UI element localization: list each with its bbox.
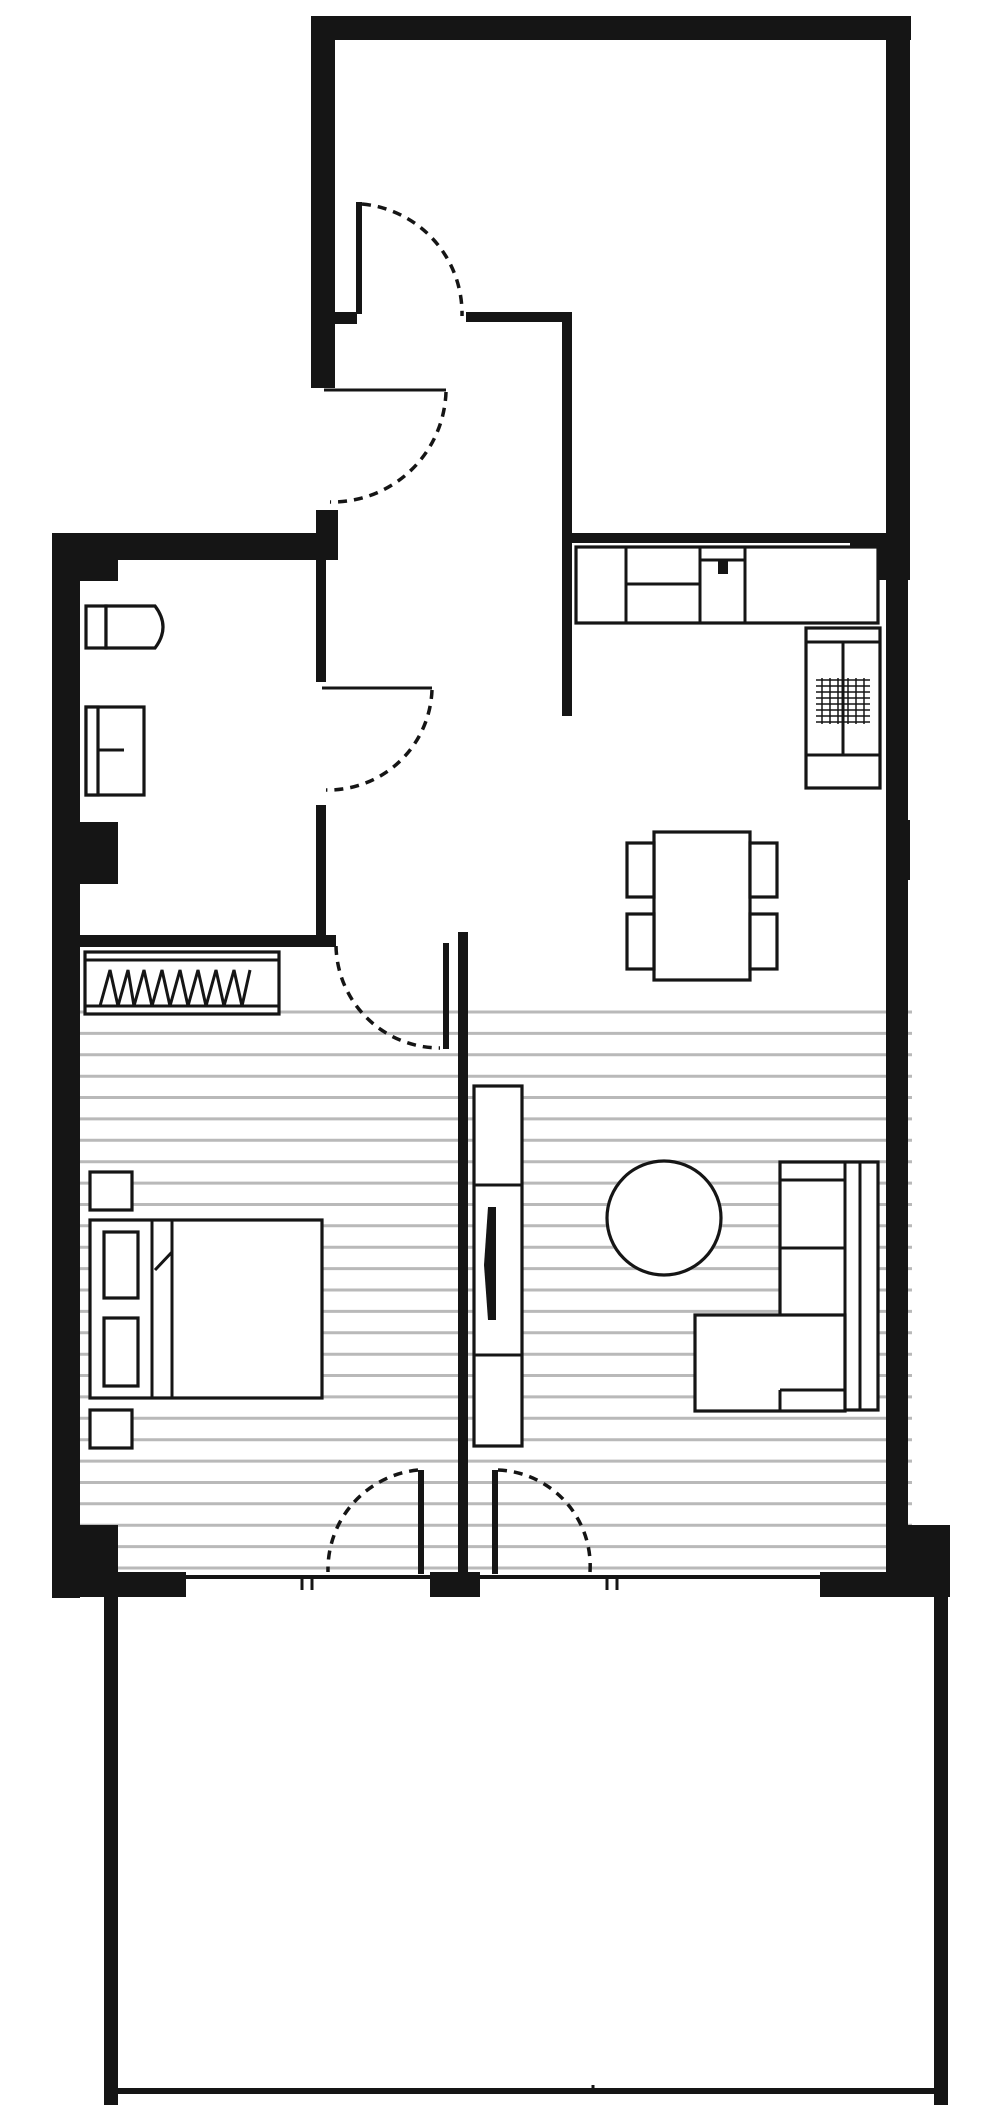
doors — [322, 202, 592, 1574]
wall-bottom-glazing-r — [480, 1575, 820, 1579]
door-hall-upper — [324, 388, 448, 504]
nightstand — [88, 1408, 134, 1450]
wardrobe — [83, 950, 281, 1016]
wall-bath-right-lower — [316, 805, 326, 935]
toilet-icon — [84, 604, 165, 650]
tv-unit — [472, 1084, 524, 1448]
sink-icon — [84, 705, 146, 797]
wall-annex-left — [311, 16, 335, 388]
sink-icon-kitchen — [712, 558, 734, 574]
window-ticks — [300, 1579, 619, 2094]
balcony-bottom-rail — [118, 2088, 934, 2094]
stove-icon — [804, 626, 882, 790]
door-balcony-bedroom — [326, 1468, 424, 1574]
wall-bath-right-upper — [316, 560, 326, 682]
wall-annex-right — [886, 16, 910, 556]
dining-chair — [748, 841, 779, 899]
dining-set — [625, 830, 779, 982]
bedroom — [83, 950, 324, 1450]
wall-bath-corner-r — [316, 510, 338, 560]
wall-left — [52, 533, 80, 1598]
door-annex — [356, 202, 464, 317]
wall-kitchen-top — [572, 533, 910, 543]
wall-bottom-left — [52, 1572, 186, 1597]
kitchen — [574, 545, 882, 790]
wall-annex-inner-h — [466, 312, 572, 322]
wall-bath-bottom — [78, 935, 336, 947]
door-balcony-living — [492, 1468, 592, 1574]
wall-bottom-right-corner — [886, 1525, 950, 1597]
bathroom-fixtures — [84, 604, 165, 797]
living-room — [472, 1084, 880, 1448]
balcony-right-rail — [934, 1597, 948, 2105]
wall-right-notch — [900, 820, 910, 880]
coffee-table — [605, 1159, 723, 1277]
dining-chair — [625, 841, 656, 899]
sofa — [693, 1160, 880, 1413]
wall-bottom-glazing-l — [186, 1575, 430, 1579]
door-bedroom — [334, 943, 449, 1050]
dining-table — [652, 830, 752, 982]
door-bathroom — [322, 686, 434, 792]
walls — [52, 16, 950, 2105]
kitchen-counter — [574, 545, 880, 625]
wall-bottom-mid-pillar — [430, 1572, 480, 1597]
dining-chair — [748, 912, 779, 971]
nightstand — [88, 1170, 134, 1212]
bed — [88, 1218, 324, 1400]
dining-chair — [625, 912, 656, 971]
wall-annex-inner-v — [562, 312, 572, 716]
balcony-left-rail — [104, 1597, 118, 2105]
wall-annex-top — [311, 16, 911, 40]
wall-right — [886, 533, 908, 1573]
wall-annex-stub — [335, 312, 357, 324]
wall-partition — [458, 932, 468, 1582]
tv-icon — [484, 1207, 496, 1320]
